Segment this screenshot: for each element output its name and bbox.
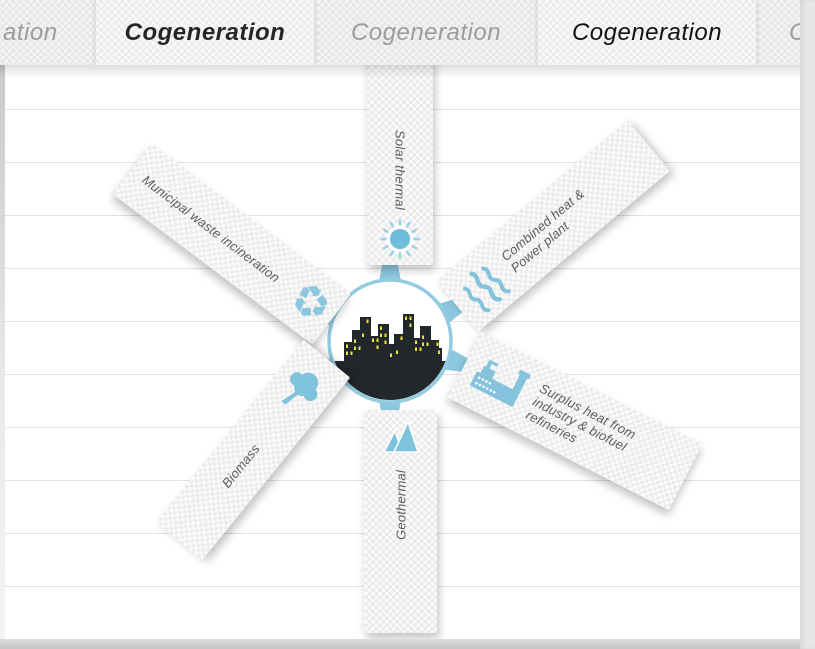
tab-cogeneration-4[interactable]: Cogeneration	[538, 0, 756, 65]
recycle-icon: ♻	[289, 276, 333, 330]
city-skyline-icon	[334, 314, 446, 400]
spoke-geothermal: Geothermal	[364, 410, 437, 633]
tab-bar: ation Cogeneration Cogeneration Cogenera…	[0, 0, 815, 65]
tab-cogeneration-2[interactable]: Cogeneration	[96, 0, 314, 65]
steam-icon	[462, 266, 511, 313]
bottom-edge	[0, 639, 815, 649]
tree-icon	[281, 372, 319, 405]
mountains-icon	[382, 419, 419, 453]
tab-cogeneration-1[interactable]: ation	[0, 0, 93, 65]
spoke-label: Solar thermal	[392, 130, 408, 210]
tab-cogeneration-3[interactable]: Cogeneration	[317, 0, 535, 65]
right-edge	[800, 0, 815, 649]
tabbar-shadow	[0, 65, 800, 78]
factory-ship-icon	[470, 359, 531, 408]
spoke-label: Geothermal	[393, 470, 408, 540]
spoke-combined-heat-power: Combined heat & Power plant	[436, 120, 670, 332]
left-edge	[0, 65, 5, 649]
spoke-surplus-heat: Surplus heat from industry & biofuel ref…	[447, 331, 703, 511]
sun-icon	[380, 219, 420, 259]
